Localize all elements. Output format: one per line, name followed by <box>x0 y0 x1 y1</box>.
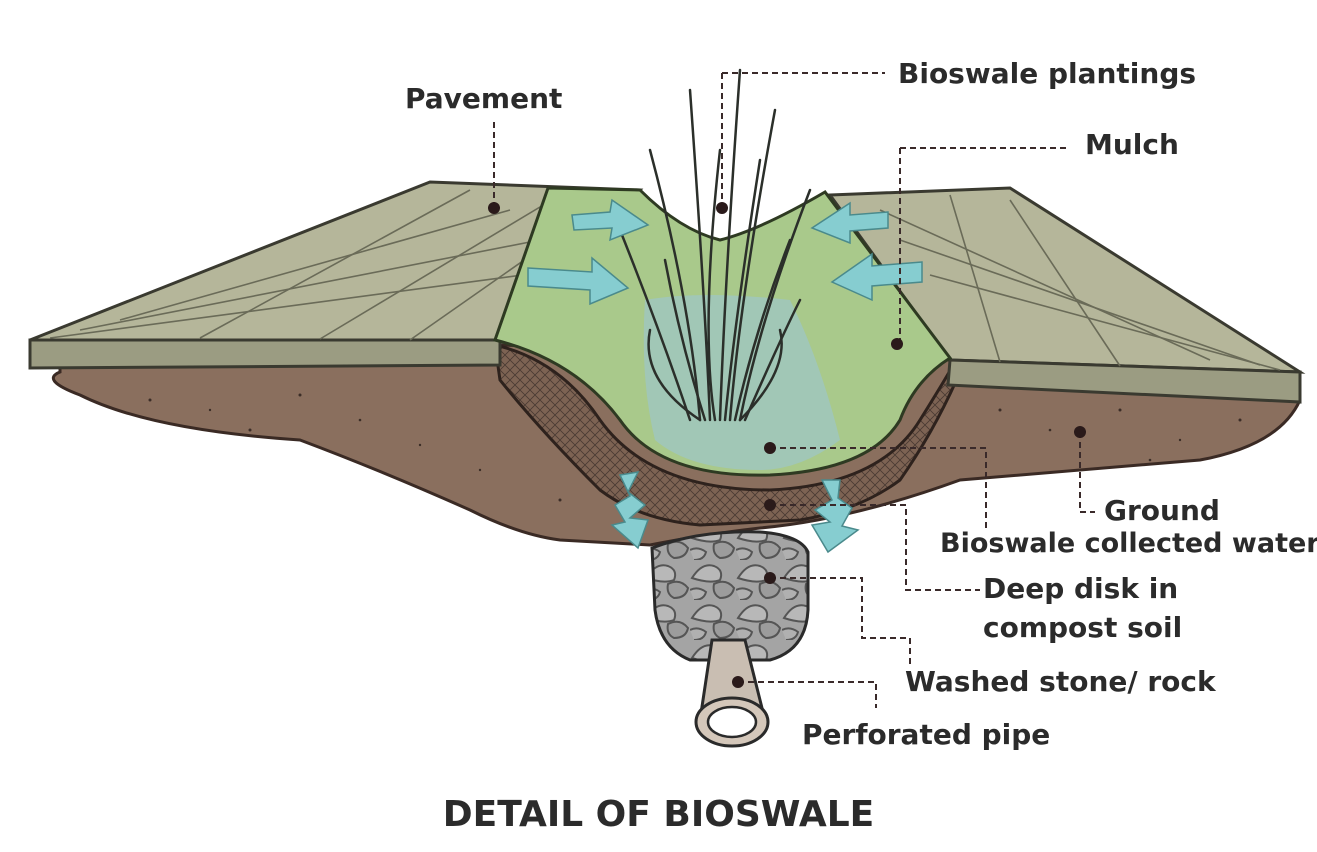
label-perforated-pipe: Perforated pipe <box>802 718 1051 751</box>
arrow-icon <box>610 471 650 550</box>
pavement-right-joints <box>879 194 1281 371</box>
arrow-icon <box>810 479 860 554</box>
label-deep-disk-line2: compost soil <box>983 611 1183 644</box>
label-pavement: Pavement <box>405 82 563 115</box>
label-ground: Ground <box>1104 494 1220 527</box>
bioswale-plantings <box>618 68 812 422</box>
arrow-icon <box>810 201 889 245</box>
washed-stone-trench <box>650 530 810 662</box>
leader-lines <box>493 72 1095 708</box>
collected-water <box>643 295 840 470</box>
arrow-icon <box>527 256 630 306</box>
soil-speckles <box>148 393 1242 502</box>
arrow-icon <box>571 198 650 242</box>
label-bioswale-plantings: Bioswale plantings <box>898 57 1197 90</box>
label-washed-stone: Washed stone/ rock <box>905 665 1216 698</box>
diagram-title: DETAIL OF BIOSWALE <box>442 794 875 835</box>
label-collected-water: Bioswale collected water <box>940 528 1317 559</box>
pavement-left-edge <box>28 338 502 370</box>
pavement-right-edge <box>946 358 1302 404</box>
arrow-icon <box>830 252 923 302</box>
label-mulch: Mulch <box>1085 128 1179 161</box>
label-deep-disk-line1: Deep disk in <box>983 572 1179 605</box>
runoff-arrows <box>527 198 923 554</box>
leader-dots <box>488 202 1086 688</box>
pavement-left-joints <box>49 189 611 341</box>
